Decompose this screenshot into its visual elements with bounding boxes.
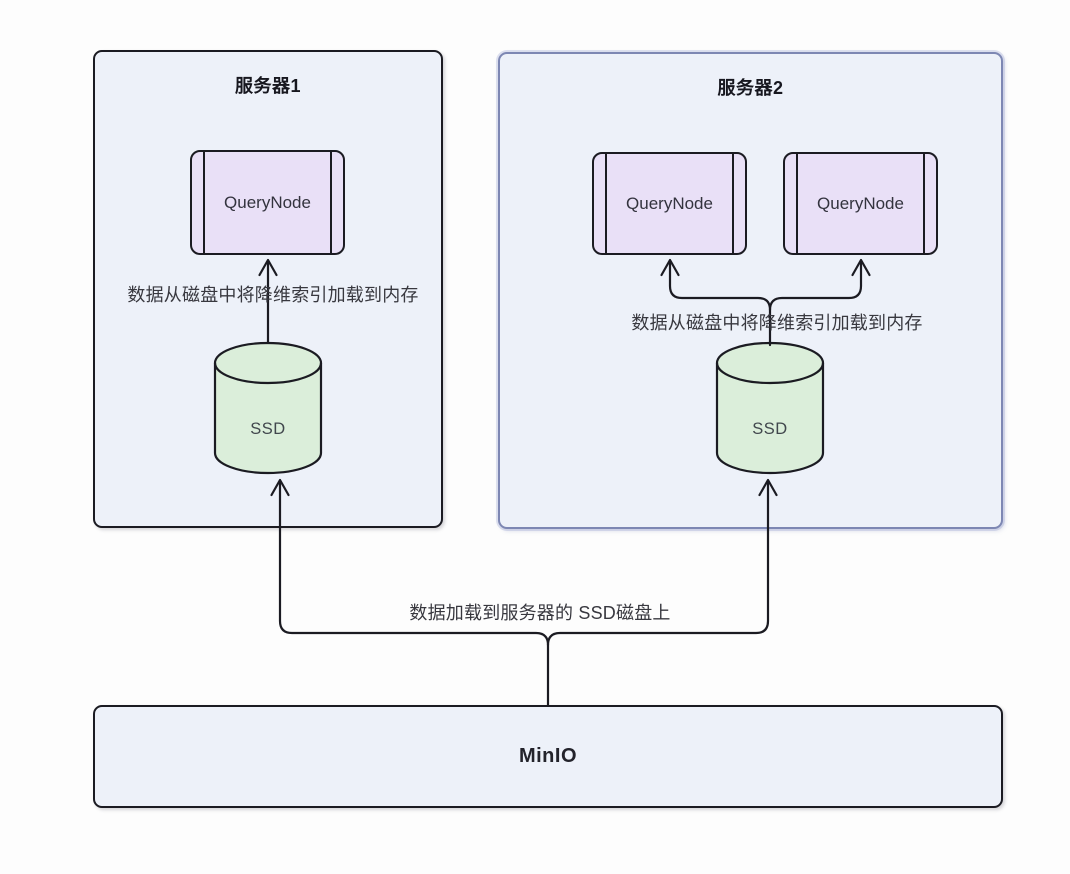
flow-label-server1[interactable]: 数据从磁盘中将降维索引加载到内存 [127,285,419,305]
server2-box[interactable]: 服务器2 [498,52,1003,529]
ssd-label-server1: SSD [250,420,286,438]
query-node-label: QueryNode [626,193,713,213]
query-node-server2-left[interactable]: QueryNode [592,152,747,255]
ssd-label-server2: SSD [752,420,788,438]
flow-label-minio[interactable]: 数据加载到服务器的 SSD磁盘上 [409,603,671,623]
minio-label: MinIO [518,745,578,767]
query-node-server2-right[interactable]: QueryNode [783,152,938,255]
flow-label-server2[interactable]: 数据从磁盘中将降维索引加载到内存 [631,313,923,333]
server2-title: 服务器2 [717,78,784,98]
minio-box[interactable]: MinIO [93,705,1003,808]
server1-title: 服务器1 [234,76,301,96]
query-node-label: QueryNode [224,192,311,212]
query-node-server1[interactable]: QueryNode [190,150,345,255]
query-node-label: QueryNode [817,193,904,213]
